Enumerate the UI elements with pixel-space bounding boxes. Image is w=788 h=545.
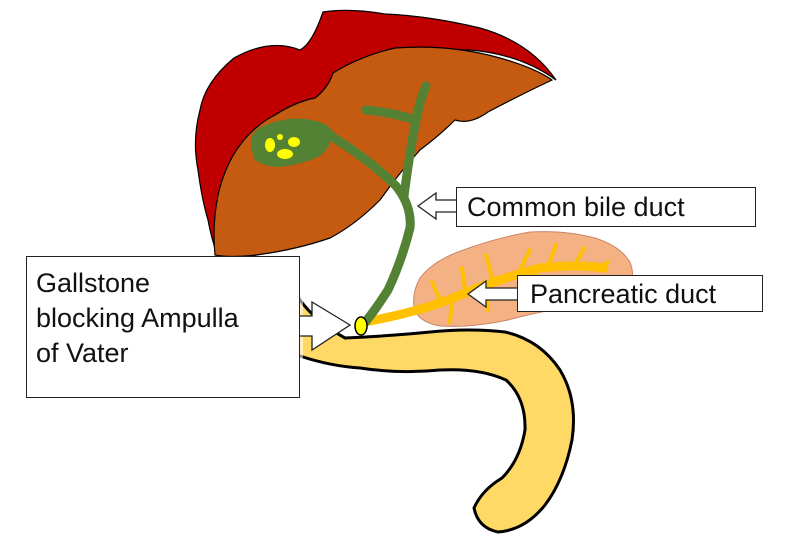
arrow-common-bile-duct-icon	[416, 191, 458, 221]
liver-front-lobe	[213, 46, 554, 258]
gallstone-at-ampulla	[354, 316, 368, 336]
pancreatic-duct-label-text: Pancreatic duct	[530, 279, 717, 309]
gallstone-in-gallbladder	[277, 149, 293, 159]
gallstone-in-gallbladder	[265, 138, 275, 152]
common-bile-duct-label-text: Common bile duct	[467, 192, 685, 222]
pancreatic-duct	[359, 243, 610, 327]
pancreatic-duct-label: Pancreatic duct	[517, 275, 763, 312]
common-bile-duct-label: Common bile duct	[456, 187, 756, 227]
common-bile-duct	[323, 81, 431, 331]
gallstone-in-gallbladder	[277, 134, 283, 140]
gallstone-label: Gallstone blocking Ampulla of Vater	[26, 256, 300, 398]
gallstone-in-gallbladder	[288, 137, 300, 147]
